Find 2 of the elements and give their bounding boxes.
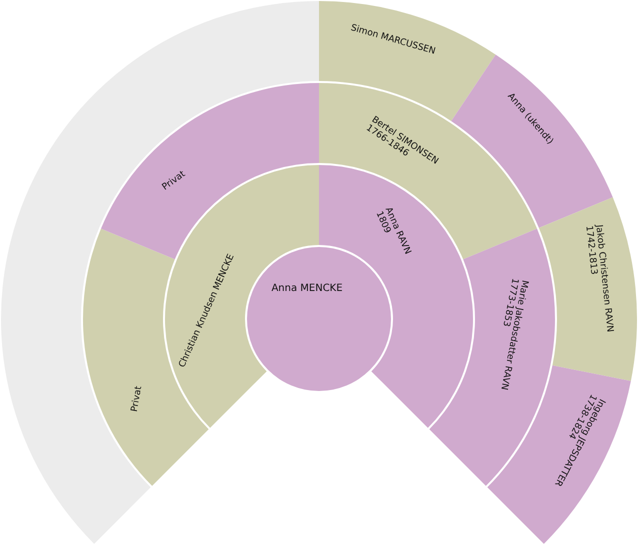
person-name: Privat [130, 385, 144, 413]
person-name: Anna MENCKE [271, 284, 343, 294]
